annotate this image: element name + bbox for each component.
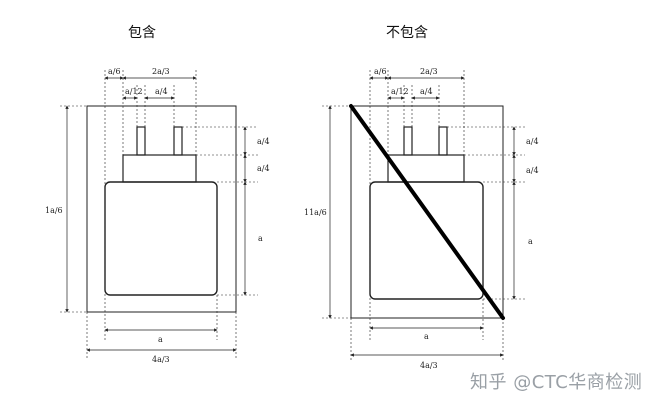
left-pin-right	[173, 126, 183, 156]
right-label-a12: a/12	[391, 87, 409, 96]
right-pin-right	[438, 126, 448, 156]
left-label-a6: a/6	[108, 67, 121, 76]
right-label-a6: a/6	[374, 67, 387, 76]
right-label-2a3: 2a/3	[420, 67, 438, 76]
right-dimension-lines	[328, 76, 516, 357]
right-battery-body	[369, 181, 484, 300]
left-diagram	[60, 70, 258, 358]
left-label-4a3: 4a/3	[152, 355, 170, 364]
right-label-a4-top: a/4	[420, 87, 433, 96]
strike-through-line	[349, 104, 505, 320]
left-label-a12: a/12	[125, 87, 143, 96]
left-plug-base	[122, 154, 197, 183]
right-pin-left	[403, 126, 413, 156]
left-label-a-bottom: a	[158, 335, 163, 344]
right-labels: a/6 2a/3 a/12 a/4 a/4 a/4 a a 4a/3 11a/6	[304, 67, 539, 370]
left-dimension-lines	[65, 76, 247, 352]
left-extension-lines	[60, 70, 258, 358]
right-plug-base	[387, 154, 465, 183]
left-label-a4-top: a/4	[155, 87, 168, 96]
right-label-a-side: a	[528, 237, 533, 246]
right-label-a4-pin: a/4	[526, 137, 539, 146]
title-not-included: 不包含	[386, 25, 428, 41]
title-included: 包含	[128, 25, 156, 41]
right-extension-lines	[322, 70, 525, 362]
left-labels: a/6 2a/3 a/12 a/4 a/4 a/4 a a 4a/3 1a/6	[45, 67, 270, 364]
left-label-height: 1a/6	[45, 206, 63, 215]
left-label-a4-base: a/4	[257, 164, 270, 173]
right-label-a4-base: a/4	[526, 166, 539, 175]
left-label-a4-pin: a/4	[257, 137, 270, 146]
watermark: 知乎 @CTC华商检测	[470, 372, 643, 393]
left-label-2a3: 2a/3	[152, 67, 170, 76]
right-diagram	[322, 70, 525, 362]
right-label-a-bottom: a	[424, 332, 429, 341]
left-label-a-side: a	[258, 234, 263, 243]
left-outer-box	[86, 105, 237, 313]
right-outer-box	[350, 105, 504, 319]
right-label-4a3: 4a/3	[420, 361, 438, 370]
right-label-height: 11a/6	[304, 208, 327, 217]
left-pin-left	[136, 126, 146, 156]
left-battery-body	[104, 181, 218, 296]
